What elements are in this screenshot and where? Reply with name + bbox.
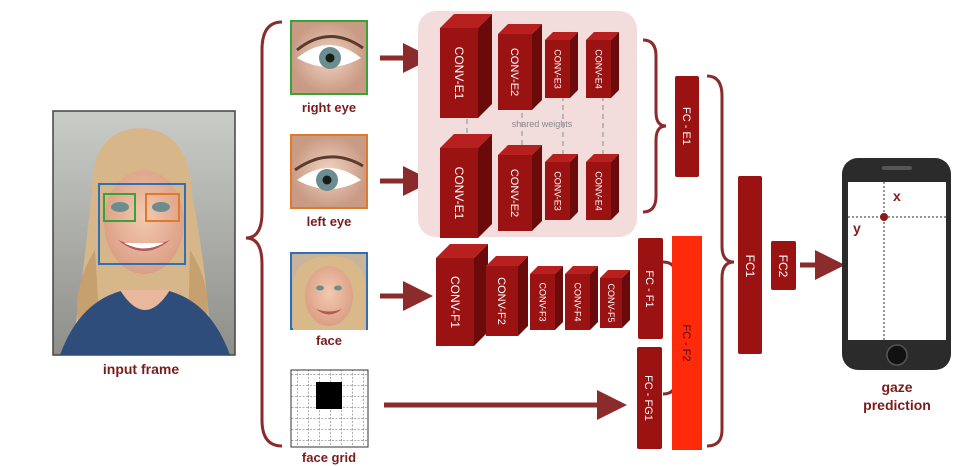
fc-e1-label: FC - E1: [680, 107, 692, 145]
fc2-block: [771, 241, 796, 290]
fc-f2-block: [672, 236, 702, 450]
eye-top-conv-3-label: CONV-E3: [552, 49, 562, 89]
right-eye-label: right eye: [302, 100, 356, 115]
eye-bottom-conv-2-label: CONV-E2: [508, 169, 520, 217]
face-conv-1-label: CONV-F1: [448, 276, 462, 328]
eye-top-conv-3: CONV-E3: [545, 32, 578, 98]
eye-bottom-conv-4: CONV-E4: [586, 154, 619, 220]
phone-output: [842, 158, 951, 370]
main-merge-brace: [706, 74, 735, 448]
gaze-point: [880, 213, 888, 221]
face-conv-2: CONV-F2: [486, 256, 528, 336]
left-eye-detection-box: [145, 193, 180, 222]
face-conv-2-label: CONV-F2: [495, 277, 507, 325]
eye-top-conv-4-label: CONV-E4: [593, 49, 603, 89]
eye-top-conv-2-label: CONV-E2: [508, 48, 520, 96]
face-conv-5-label: CONV-F5: [606, 283, 616, 322]
eye-bottom-conv-3: CONV-E3: [545, 154, 578, 220]
face-conv-3-label: CONV-F3: [537, 282, 547, 321]
face-detection-box: [98, 183, 186, 265]
face-conv-1: CONV-F1: [436, 244, 488, 346]
eye-top-conv-1: CONV-E1: [440, 14, 492, 118]
fc2-label: FC2: [776, 255, 790, 278]
eye-bottom-conv-1-label: CONV-E1: [452, 167, 466, 220]
face-conv-4: CONV-F4: [565, 266, 598, 330]
fc-f1-label: FC - F1: [643, 270, 655, 307]
y-coordinate-label: y: [853, 220, 861, 236]
fc-f1-block: [638, 238, 663, 339]
face-grid-label: face grid: [302, 450, 356, 465]
face-grid-image: [290, 369, 369, 448]
eye-top-conv-2: CONV-E2: [498, 24, 542, 110]
eye-bottom-conv-layers: CONV-E1 CONV-E2 CONV-E3 CONV-E4: [440, 134, 619, 238]
input-frame-label: input frame: [103, 361, 179, 377]
input-frame-photo: [52, 110, 236, 356]
left-eye-image: [290, 134, 368, 209]
face-conv-4-label: CONV-F4: [572, 282, 582, 321]
eye-merge-brace: [642, 38, 667, 214]
fc-fg1-block: [637, 347, 662, 449]
face-conv-layers: CONV-F1 CONV-F2 CONV-F3 CONV-F4 CONV-F5: [436, 244, 630, 346]
eye-bottom-conv-4-label: CONV-E4: [593, 171, 603, 211]
fc1-block: [738, 176, 762, 354]
x-coordinate-label: x: [893, 188, 901, 204]
fc-e1-block: [675, 76, 699, 177]
fc1-label: FC1: [743, 255, 757, 278]
left-eye-label: left eye: [307, 214, 352, 229]
face-conv-3: CONV-F3: [530, 266, 563, 330]
face-image: [290, 252, 368, 330]
shared-weights-label: shared weights: [512, 119, 573, 129]
eye-bottom-conv-3-label: CONV-E3: [552, 171, 562, 211]
gaze-prediction-label-line1: gaze: [881, 379, 912, 395]
fc-f2-label: FC - F2: [680, 324, 692, 361]
right-eye-detection-box: [103, 193, 136, 222]
eye-bottom-conv-1: CONV-E1: [440, 134, 492, 238]
face-label: face: [316, 333, 342, 348]
input-brace: [245, 20, 283, 448]
fc-fg1-label: FC - FG1: [642, 375, 654, 421]
face-conv-5: CONV-F5: [600, 270, 630, 328]
right-eye-image: [290, 20, 368, 95]
eye-bottom-conv-2: CONV-E2: [498, 145, 542, 231]
eye-top-conv-1-label: CONV-E1: [452, 47, 466, 100]
eye-top-conv-4: CONV-E4: [586, 32, 619, 98]
eye-top-conv-layers: CONV-E1 CONV-E2 CONV-E3 CONV-E4: [440, 14, 619, 118]
gaze-prediction-label-line2: prediction: [863, 397, 931, 413]
